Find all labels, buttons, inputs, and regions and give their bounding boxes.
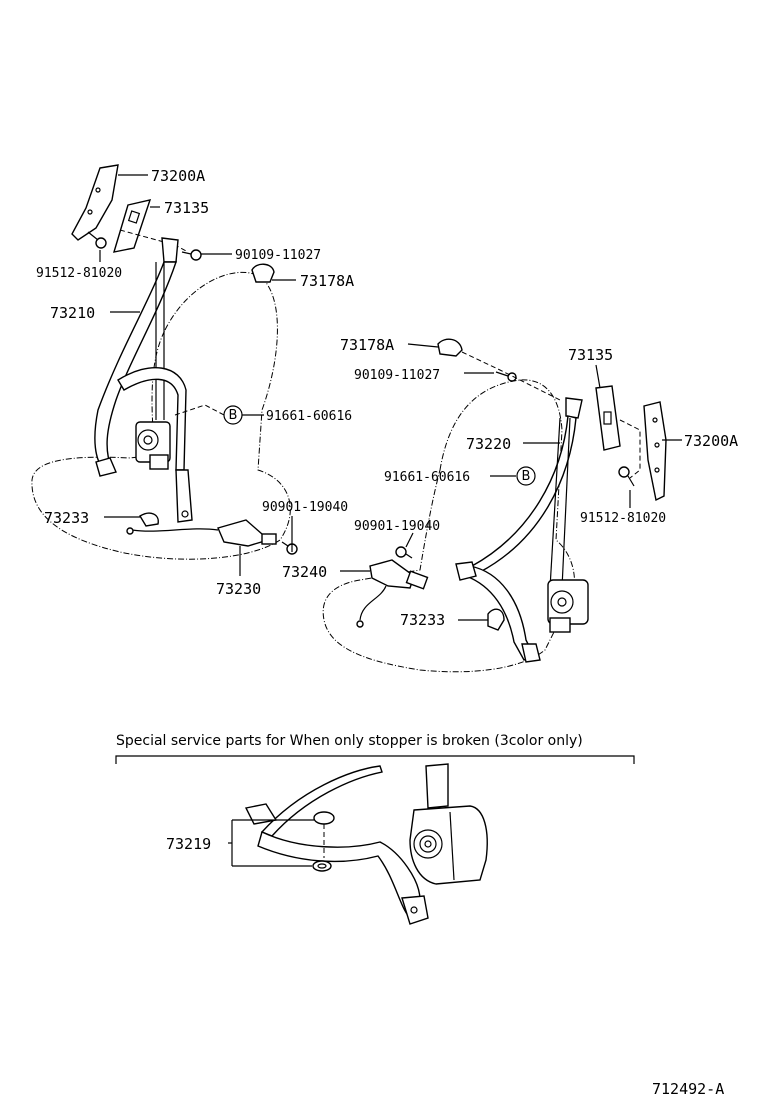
bolt-90109-left — [181, 249, 202, 261]
left-seat-outline — [31, 271, 291, 560]
label-91512-left: 91512-81020 — [36, 266, 122, 281]
right-seat-assembly: B — [322, 338, 667, 673]
label-90901-left: 90901-19040 — [262, 500, 348, 515]
cover-73233-right — [487, 608, 505, 631]
belt-detail — [260, 765, 383, 837]
special-note: Special service parts for When only stop… — [116, 733, 583, 749]
label-73135-right: 73135 — [568, 346, 613, 364]
bolt-90901-left — [281, 541, 298, 555]
label-73135-left: 73135 — [164, 199, 209, 217]
label-73230: 73230 — [216, 580, 261, 598]
label-73178A-right: 73178A — [340, 336, 394, 354]
label-91512-right: 91512-81020 — [580, 511, 666, 526]
bolt-91512-left — [87, 231, 107, 249]
leader-lines — [99, 174, 682, 621]
lower-anchor-left — [175, 469, 193, 523]
label-73200A-right: 73200A — [684, 432, 738, 450]
bolt-90109-right — [495, 371, 517, 382]
buckle-73230 — [126, 519, 277, 547]
label-73233-right: 73233 — [400, 611, 445, 629]
clip-73178A-right — [437, 338, 463, 357]
bolt-91512-right — [618, 466, 635, 487]
section-bracket — [115, 755, 635, 764]
cover-73135-right — [595, 385, 621, 451]
upper-anchor-plate-right — [643, 401, 667, 502]
label-90109-left: 90109-11027 — [235, 248, 321, 263]
bolt-90901-right — [395, 546, 413, 559]
label-73240: 73240 — [282, 563, 327, 581]
label-73200A-left: 73200A — [151, 167, 205, 185]
label-90901-right: 90901-19040 — [354, 519, 440, 534]
clip-73178A-left — [251, 263, 275, 283]
belt-guide-right — [565, 397, 583, 419]
ref-b-left: B — [229, 408, 238, 423]
cover-73233-left — [139, 512, 159, 527]
ref-b-right: B — [522, 469, 531, 484]
cover-73135-left — [112, 199, 152, 253]
label-73219: 73219 — [166, 835, 211, 853]
part-labels: 73200A 73135 90109-11027 91512-81020 731… — [36, 167, 738, 629]
stopper-buttons-73219 — [312, 811, 335, 872]
left-seat-assembly: B — [31, 164, 298, 560]
belt-guide-left — [161, 237, 179, 263]
label-73178A-left: 73178A — [300, 272, 354, 290]
label-91661-right: 91661-60616 — [384, 470, 470, 485]
ref-circle-b-right — [516, 466, 536, 486]
label-91661-left: 91661-60616 — [266, 409, 352, 424]
retractor-left — [135, 421, 171, 470]
special-service-section: Special service parts for When only stop… — [115, 733, 635, 925]
label-73210: 73210 — [50, 304, 95, 322]
label-90109-right: 90109-11027 — [354, 368, 440, 383]
label-73233-left: 73233 — [44, 509, 89, 527]
retractor-detail — [409, 763, 488, 885]
right-seat-outline — [322, 379, 575, 673]
figure-id: 712492-A — [652, 1080, 724, 1098]
buckle-73240 — [356, 559, 429, 628]
upper-anchor-plate-left — [71, 164, 119, 241]
retractor-right — [547, 579, 589, 633]
label-73220: 73220 — [466, 435, 511, 453]
